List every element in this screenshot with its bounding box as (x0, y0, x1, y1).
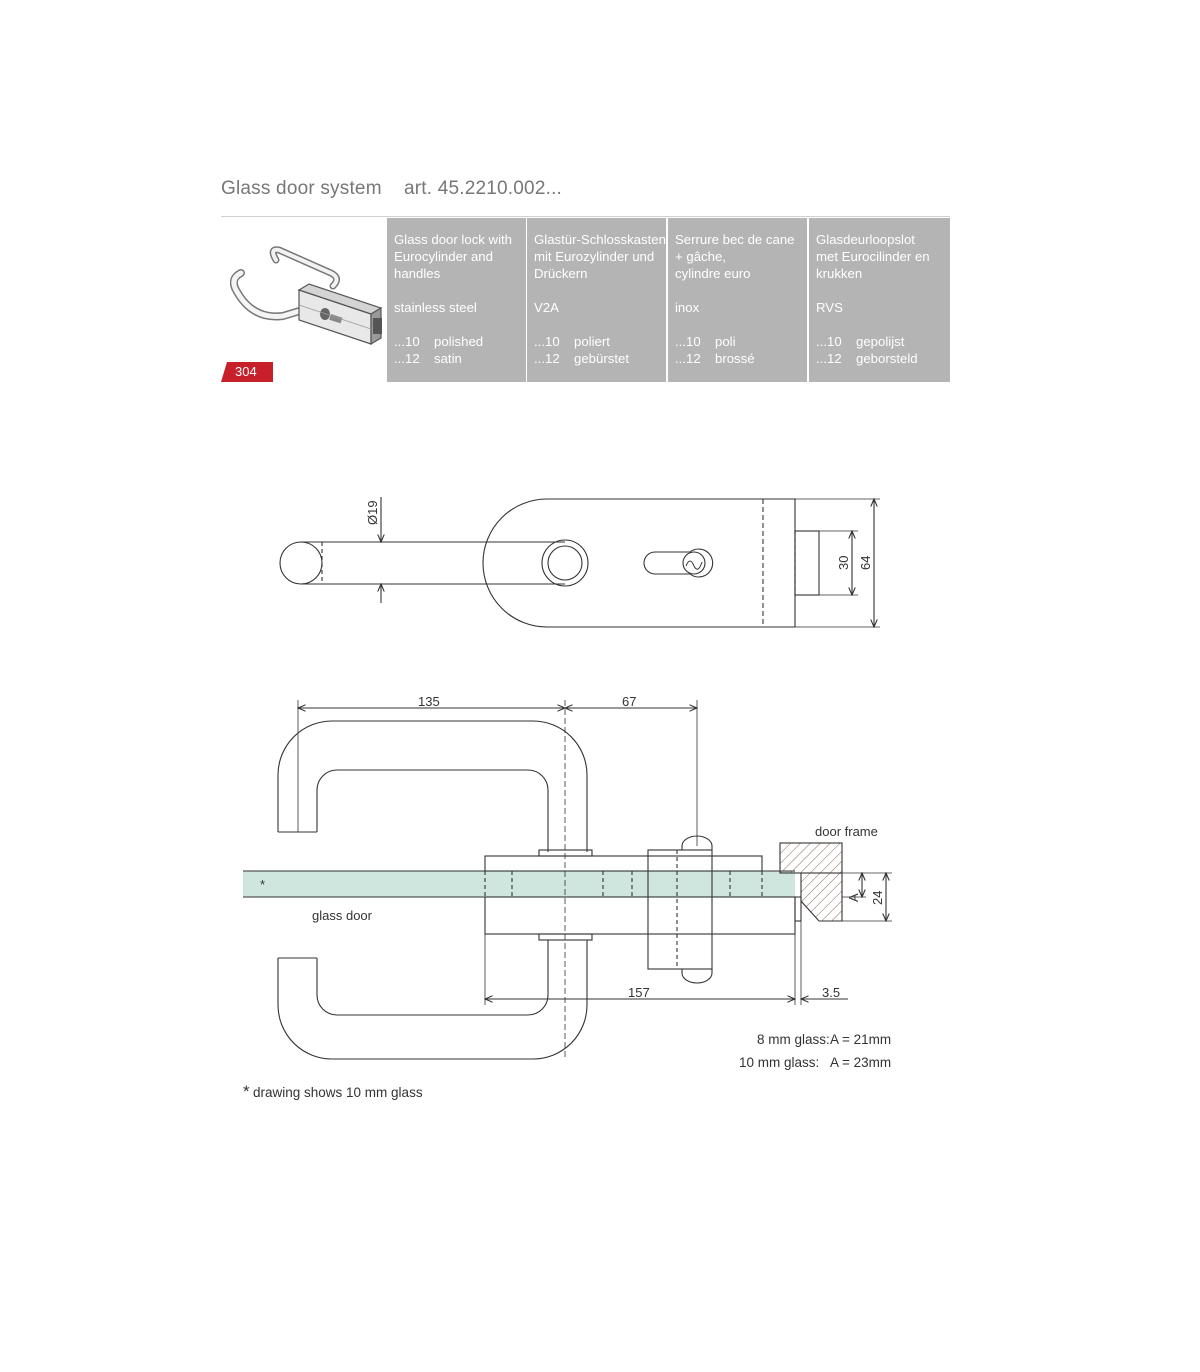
lock-plate (482, 498, 796, 628)
finish-name: poliert (574, 334, 610, 349)
cylinder-keyhole (643, 548, 714, 578)
dim-24: 24 (870, 891, 885, 905)
column-french: Serrure bec de cane + gâche, cylindre eu… (668, 218, 807, 382)
column-german: Glastür-Schlosskasten mit Eurozylinder u… (527, 218, 666, 382)
latch-bolt (794, 530, 820, 596)
col-desc-line: cylindre euro (675, 266, 751, 281)
dim-3-5: 3.5 (822, 985, 840, 1000)
finish-row: ...12 satin (394, 350, 526, 367)
product-panel: 304 Glass door lock with Eurocylinder an… (221, 218, 950, 382)
col-desc-line: krukken (816, 266, 863, 281)
dim-64: 64 (858, 556, 873, 570)
col-desc-line: Glasdeurloopslot (816, 232, 915, 247)
upper-plate (484, 855, 763, 872)
door-frame-top (779, 842, 843, 874)
label-door-frame: door frame (815, 824, 878, 839)
finish-row: ...10 polished (394, 333, 526, 350)
finish-row: ...10 poli (675, 333, 807, 350)
finish-name: gebürstet (574, 351, 629, 366)
label-glass-door: glass door (312, 908, 373, 923)
col-desc-line: Glastür-Schlosskasten (534, 232, 666, 247)
col-desc-line: Glass door lock with (394, 232, 512, 247)
finish-name: geborsteld (856, 351, 918, 366)
finish-name: polished (434, 334, 484, 349)
footnote: drawing shows 10 mm glass (253, 1085, 423, 1100)
column-english: Glass door lock with Eurocylinder and ha… (387, 218, 526, 382)
finish-row: ...10 gepolijst (816, 333, 950, 350)
col-desc-line: Serrure bec de cane (675, 232, 795, 247)
col-desc-line: + gâche, (675, 249, 726, 264)
finish-code: ...10 (534, 334, 560, 349)
finish-code: ...12 (394, 351, 420, 366)
header-divider (221, 216, 950, 217)
col-desc-line: Drückern (534, 266, 588, 281)
handle-rose-inner (547, 545, 583, 581)
note-8mm-label: 8 mm glass: (757, 1032, 830, 1047)
page-number: 304 (235, 364, 257, 379)
glass-panel (243, 871, 795, 897)
page-header: Glass door system art. 45.2210.002... (221, 178, 562, 200)
finish-code: ...10 (816, 334, 842, 349)
col-desc-line: met Eurocilinder en (816, 249, 930, 264)
upper-handle (277, 720, 588, 852)
door-frame-body (800, 872, 843, 922)
top-view (279, 497, 880, 628)
footnote-star: * (243, 1082, 250, 1101)
dim-a: A (846, 893, 861, 902)
dim-157: 157 (628, 985, 650, 1000)
dim-30: 30 (836, 556, 851, 570)
col-material: stainless steel (394, 300, 477, 315)
handle-end-circle (279, 541, 323, 585)
note-10mm-value: A = 23mm (830, 1055, 892, 1070)
finish-code: ...10 (394, 334, 420, 349)
finish-row: ...12 geborsteld (816, 350, 950, 367)
glass-marker: * (260, 877, 265, 892)
finish-code: ...12 (816, 351, 842, 366)
product-thumbnail: 304 (221, 218, 386, 382)
column-dutch: Glasdeurloopslot met Eurocilinder en kru… (809, 218, 950, 382)
page-title: Glass door system (221, 178, 382, 199)
finish-code: ...12 (534, 351, 560, 366)
note-8mm-value: A = 21mm (830, 1032, 892, 1047)
finish-row: ...12 brossé (675, 350, 807, 367)
finish-name: brossé (715, 351, 755, 366)
dim-135: 135 (418, 694, 440, 709)
side-view (243, 700, 892, 1060)
lower-handle (277, 940, 588, 1060)
finish-name: satin (434, 351, 462, 366)
dim-67: 67 (622, 694, 636, 709)
badge-shape (221, 362, 273, 382)
article-number: art. 45.2210.002... (404, 178, 563, 199)
col-material: inox (675, 300, 700, 315)
note-10mm-label: 10 mm glass: (739, 1055, 820, 1070)
col-desc-line: mit Eurozylinder und (534, 249, 655, 264)
finish-name: poli (715, 334, 736, 349)
finish-name: gepolijst (856, 334, 905, 349)
finish-row: ...10 poliert (534, 333, 666, 350)
dim-diameter: Ø19 (365, 500, 380, 525)
finish-code: ...12 (675, 351, 701, 366)
col-desc-line: handles (394, 266, 441, 281)
col-desc-line: Eurocylinder and (394, 249, 493, 264)
col-material: RVS (816, 300, 843, 315)
finish-row: ...12 gebürstet (534, 350, 666, 367)
page-number-badge: 304 (221, 362, 273, 382)
cylinder-body (647, 849, 713, 970)
lower-plate (484, 896, 796, 935)
finish-code: ...10 (675, 334, 701, 349)
col-material: V2A (534, 300, 559, 315)
lock-handle-image (229, 246, 383, 346)
handle-rose-outer (541, 539, 589, 587)
